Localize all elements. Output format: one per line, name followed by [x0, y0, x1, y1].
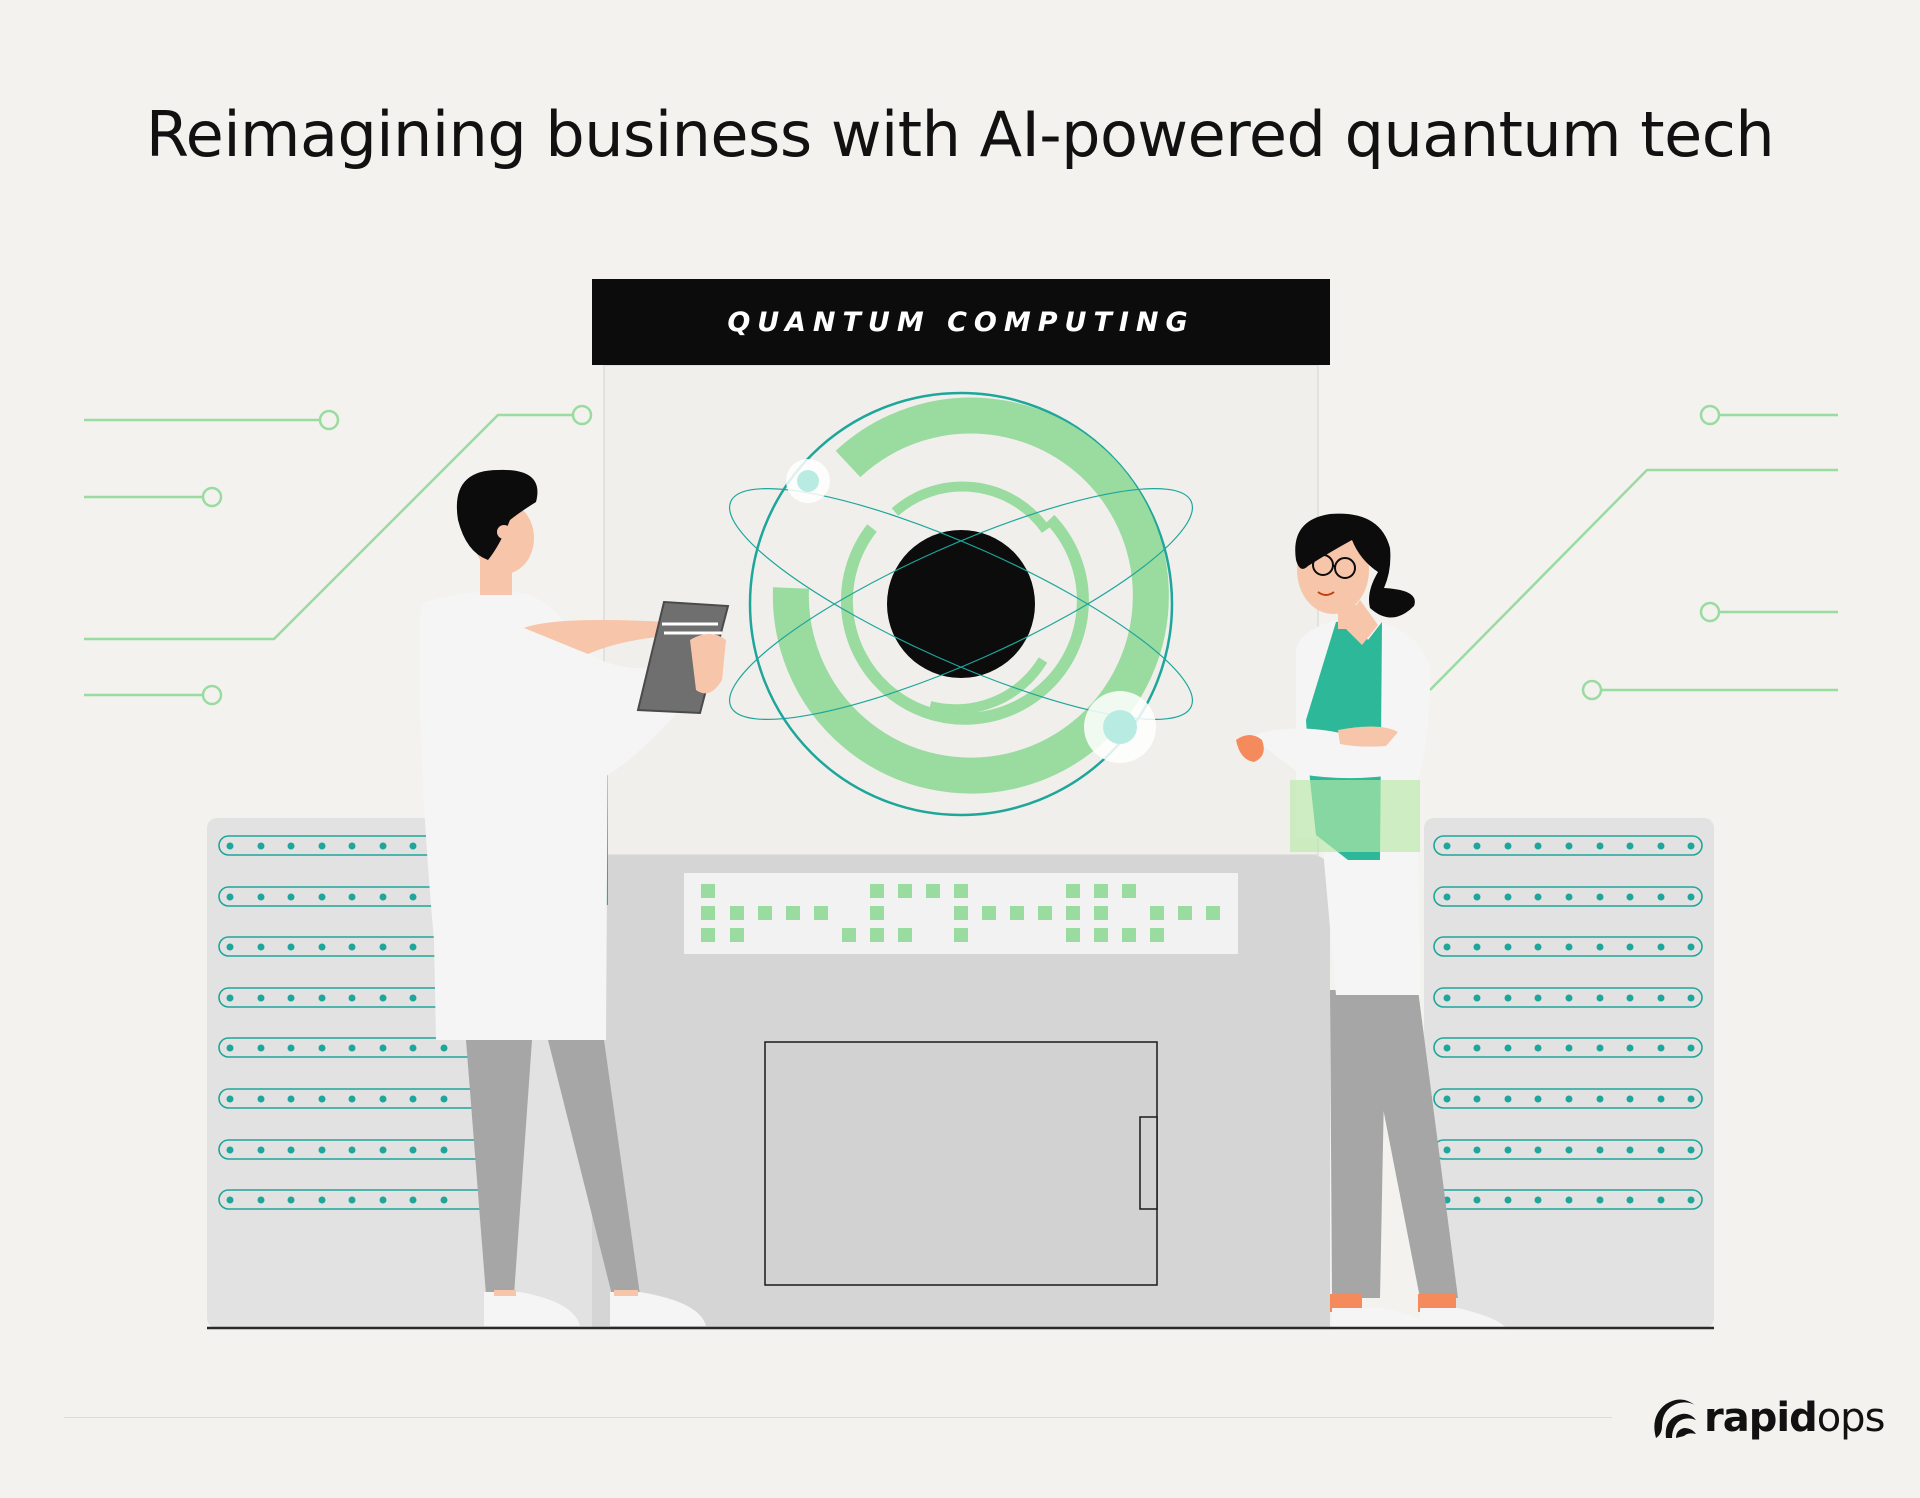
quantum-core-icon [728, 391, 1194, 817]
headline: Reimagining business with AI-powered qua… [145, 98, 1775, 171]
brand-part1: rapid [1704, 1395, 1818, 1441]
circuit-lines-right [1429, 404, 1838, 701]
brand-part2: ops [1816, 1395, 1886, 1441]
scientist-man-icon [419, 469, 730, 1326]
rapidops-logo: rapidops [1650, 1390, 1886, 1446]
quantum-machine [592, 855, 1330, 1328]
circuit-lines-left [84, 404, 593, 706]
banner-label: QUANTUM COMPUTING [727, 306, 1195, 338]
brand-wordmark: rapidops [1704, 1395, 1886, 1441]
server-rack-right [1424, 818, 1714, 1328]
quantum-computing-banner: QUANTUM COMPUTING [592, 279, 1330, 365]
rapidops-logo-icon [1654, 1399, 1696, 1438]
footer-divider [64, 1417, 1612, 1418]
scientist-woman-icon [1236, 513, 1508, 1330]
